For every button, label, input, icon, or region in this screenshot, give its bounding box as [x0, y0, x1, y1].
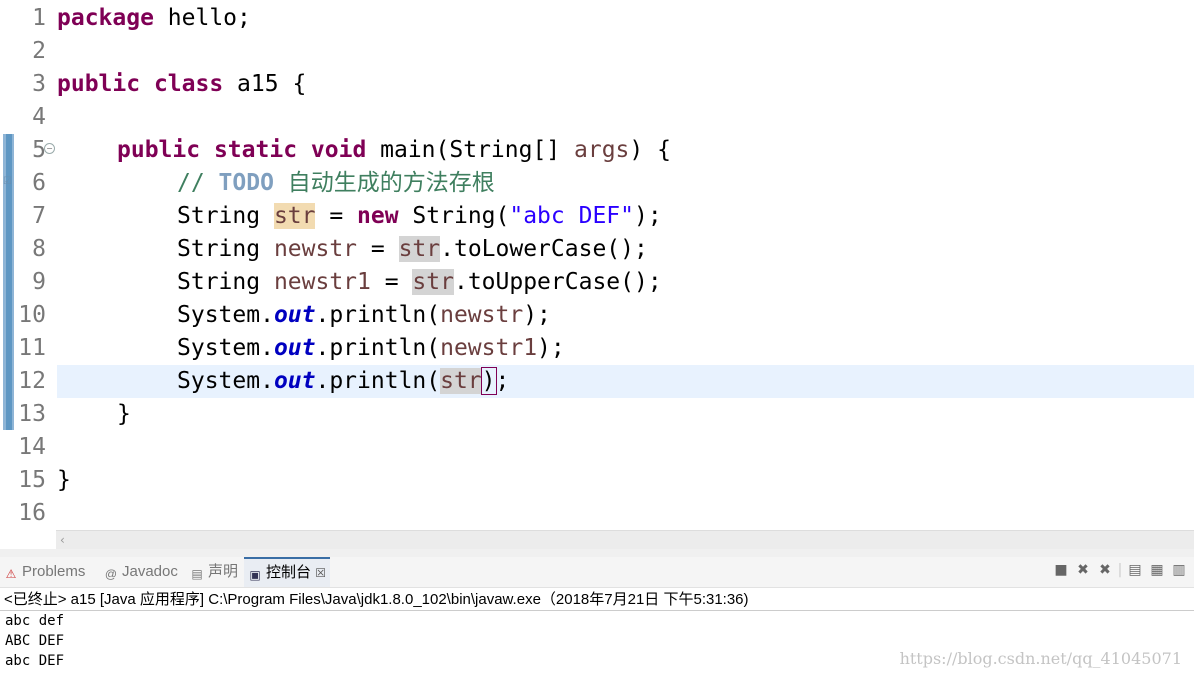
line-number: 6 [32, 170, 46, 196]
line-number: 10 [18, 302, 46, 328]
line-number: 2 [32, 38, 46, 64]
code-line: } [117, 401, 131, 427]
code-line: System.out.println(newstr1); [177, 335, 565, 361]
console-status-header: <已终止> a15 [Java 应用程序] C:\Program Files\J… [4, 591, 749, 608]
console-output-line: ABC DEF [5, 633, 65, 649]
display-selected-console-icon[interactable]: ▥ [1172, 562, 1186, 578]
line-number: 5 [32, 137, 46, 163]
line-number: 9 [32, 269, 46, 295]
tab-problems[interactable]: ⚠Problems [5, 563, 86, 581]
code-line: public static void main(String[] args) { [117, 137, 671, 163]
line-number: 16 [18, 500, 46, 526]
bottom-panel-tabbar: ⚠Problems @Javadoc ▤声明 ▣控制台 ☒ [0, 557, 1194, 588]
tab-declaration[interactable]: ▤声明 [191, 563, 239, 581]
overview-ruler [0, 0, 16, 532]
line-number: 4 [32, 104, 46, 130]
variable-declaration-highlight: str [273, 203, 316, 229]
line-number: 8 [32, 236, 46, 262]
console-toolbar: ■ ✖ ✖ | ▤ ▦ ▥ [1050, 557, 1190, 583]
scroll-left-icon[interactable]: ‹ [60, 533, 65, 547]
code-line: String str = new String("abc DEF"); [177, 203, 662, 229]
code-line: } [57, 467, 71, 493]
console-icon: ▣ [249, 568, 261, 582]
occurrence-highlight: str [440, 368, 482, 394]
tab-console[interactable]: ▣控制台 ☒ [244, 557, 330, 587]
tab-javadoc[interactable]: @Javadoc [104, 563, 178, 581]
console-output-line: abc def [5, 613, 65, 629]
line-number: 14 [18, 434, 46, 460]
line-number: 7 [32, 203, 46, 229]
code-line: package hello; [57, 5, 251, 31]
code-line: String newstr = str.toLowerCase(); [177, 236, 648, 262]
javadoc-icon: @ [104, 567, 118, 581]
code-line: // TODO 自动生成的方法存根 [177, 170, 495, 196]
task-marker-icon[interactable]: ☑ [3, 176, 12, 187]
code-line: System.out.println(newstr); [177, 302, 551, 328]
declaration-icon: ▤ [191, 567, 203, 581]
toolbar-separator: | [1117, 562, 1123, 578]
pin-console-icon[interactable]: ▦ [1150, 562, 1164, 578]
occurrence-highlight: str [412, 269, 454, 295]
watermark: https://blog.csdn.net/qq_41045071 [899, 649, 1182, 668]
problems-icon: ⚠ [5, 567, 17, 581]
close-tab-icon[interactable]: ☒ [315, 566, 326, 580]
code-line: public class a15 { [57, 71, 307, 97]
collapse-fold-icon[interactable]: − [44, 143, 55, 154]
line-number: 3 [32, 71, 46, 97]
occurrence-highlight: str [398, 236, 441, 262]
bracket-match: ) [480, 367, 497, 395]
line-number: 15 [18, 467, 46, 493]
terminate-icon[interactable]: ■ [1054, 562, 1068, 578]
scroll-lock-icon[interactable]: ▤ [1128, 562, 1142, 578]
remove-all-terminated-icon[interactable]: ✖ [1099, 562, 1111, 578]
code-line: System.out.println(str); [177, 367, 510, 395]
line-number: 11 [18, 335, 46, 361]
line-number: 12 [18, 368, 46, 394]
console-divider [0, 610, 1194, 611]
line-number: 13 [18, 401, 46, 427]
console-output-line: abc DEF [5, 653, 65, 669]
line-number: 1 [32, 5, 46, 31]
panel-divider[interactable] [0, 549, 1194, 557]
code-editor[interactable]: ☑ 1 2 3 4 5 6 7 8 9 10 11 12 13 14 15 16… [0, 0, 1194, 532]
horizontal-scrollbar[interactable]: ‹ [56, 530, 1194, 549]
scope-highlight-inner [6, 134, 12, 430]
current-line-highlight [57, 365, 1194, 398]
code-line: String newstr1 = str.toUpperCase(); [177, 269, 662, 295]
remove-launch-icon[interactable]: ✖ [1077, 562, 1089, 578]
